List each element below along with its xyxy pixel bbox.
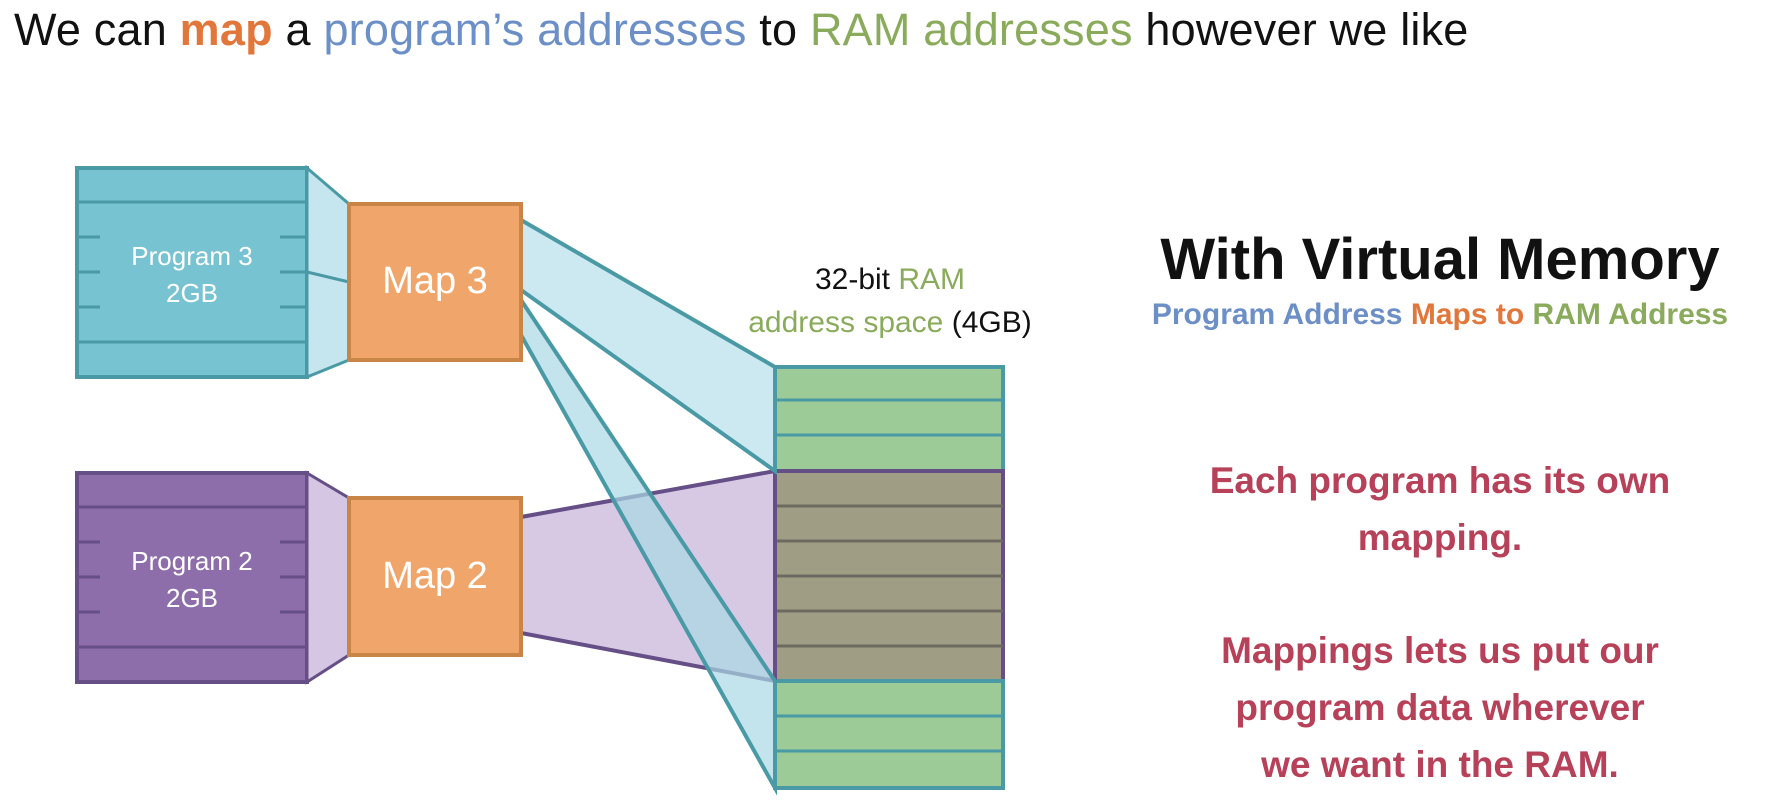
program2-name: Program 2	[131, 546, 253, 576]
ram-band-bottom	[773, 679, 1005, 790]
sub-maps-to: Maps to	[1410, 298, 1525, 331]
ram-band-top	[773, 365, 1005, 473]
program2-to-map2-connector	[305, 470, 351, 685]
sub-ram-address: RAM Address	[1532, 298, 1729, 331]
title-text-3: to	[746, 4, 810, 55]
title-ram-addresses: RAM addresses	[809, 4, 1133, 55]
sub-program-address: Program Address	[1151, 298, 1403, 331]
map3-label: Map 3	[382, 260, 488, 302]
ram-address-space-label: 32-bit RAM address space (4GB)	[700, 258, 1080, 344]
ram-label-line1b: RAM	[898, 263, 966, 296]
note1-line1: Each program has its own	[1209, 460, 1671, 501]
map2-label: Map 2	[382, 555, 488, 597]
ram-label-line2b: (4GB)	[943, 306, 1032, 339]
program2-block	[75, 471, 309, 684]
note-own-mapping: Each program has its own mapping.	[1100, 452, 1780, 566]
ram-label-line1a: 32-bit	[814, 263, 899, 296]
note2-line1: Mappings lets us put our	[1221, 630, 1659, 671]
title-program-addresses: program’s addresses	[323, 4, 747, 55]
program3-label: Program 3 2GB	[77, 238, 307, 312]
note-put-data-anywhere: Mappings lets us put our program data wh…	[1100, 622, 1780, 793]
slide-title: We can map a program’s addresses to RAM …	[14, 4, 1469, 56]
title-map-word: map	[179, 4, 273, 55]
note2-line2: program data wherever	[1235, 687, 1645, 728]
note2-line3: we want in the RAM.	[1261, 744, 1619, 785]
virtual-memory-subheading: Program Address Maps to RAM Address	[1100, 298, 1780, 332]
virtual-memory-heading: With Virtual Memory	[1160, 227, 1720, 292]
map3-box	[347, 202, 523, 362]
map2-box	[347, 496, 523, 657]
program2-size: 2GB	[165, 583, 219, 613]
program3-name: Program 3	[131, 241, 253, 271]
title-text-2: a	[272, 4, 324, 55]
program2-label: Program 2 2GB	[77, 543, 307, 617]
title-text-1: We can	[14, 4, 180, 55]
program3-size: 2GB	[165, 278, 219, 308]
ram-label-line2a: address space	[748, 306, 944, 339]
title-text-4: however we like	[1132, 4, 1469, 55]
note1-line2: mapping.	[1357, 517, 1523, 558]
